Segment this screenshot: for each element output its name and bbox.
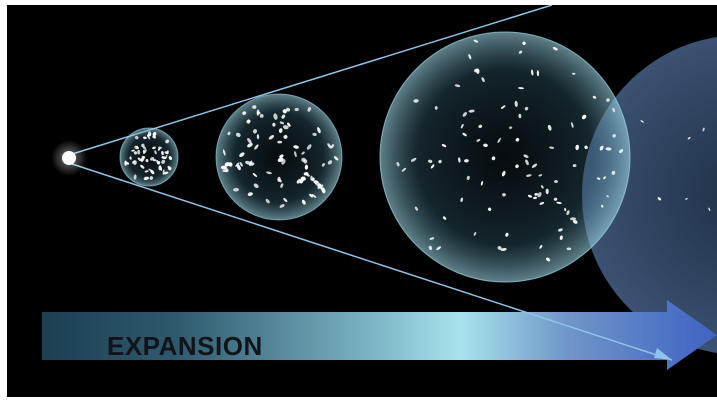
universe-sphere-3 xyxy=(380,32,630,282)
galaxy-dot xyxy=(546,189,549,195)
expansion-label: EXPANSION xyxy=(107,331,263,362)
initial-point xyxy=(62,151,76,165)
galaxy-dot xyxy=(277,141,282,144)
universe-sphere-2 xyxy=(216,94,342,220)
expansion-diagram: EXPANSION xyxy=(7,5,717,397)
galaxy-dot xyxy=(124,161,126,166)
